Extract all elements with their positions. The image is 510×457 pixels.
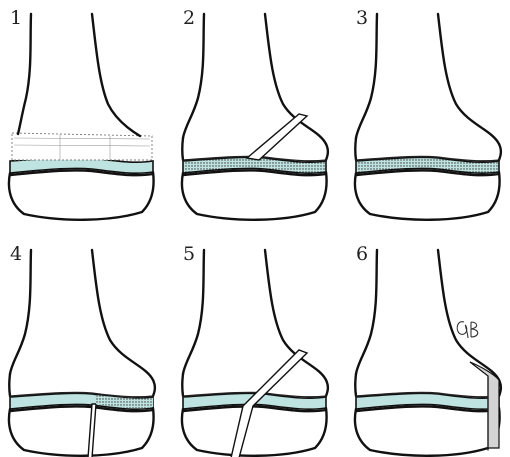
epiphysis bbox=[9, 408, 154, 456]
diaphysis-left bbox=[183, 250, 204, 374]
metaphysis-left-edge bbox=[182, 374, 183, 396]
panel-label: 4 bbox=[10, 243, 22, 265]
metaphysis-left-edge bbox=[355, 374, 356, 396]
bone-illustration bbox=[355, 14, 501, 220]
epiphysis bbox=[182, 172, 327, 220]
fracture-line bbox=[247, 114, 307, 160]
metaphysis-left-edge bbox=[182, 138, 183, 160]
signature-letter-b bbox=[471, 322, 478, 337]
epiphysis bbox=[9, 172, 154, 220]
panel-label: 6 bbox=[356, 243, 368, 265]
epiphysis bbox=[182, 408, 327, 456]
panel-3: 3 bbox=[355, 7, 501, 220]
panel-label: 5 bbox=[183, 243, 195, 265]
diaphysis-left bbox=[18, 14, 31, 134]
diaphysis-right bbox=[92, 250, 153, 380]
metaphysis-right-edge bbox=[326, 380, 328, 396]
artist-signature bbox=[457, 322, 478, 338]
epiphysis bbox=[355, 172, 500, 220]
metaphysis-right-edge bbox=[326, 144, 328, 160]
panel-2: 2 bbox=[182, 7, 328, 220]
panel-1: 1 bbox=[9, 7, 154, 220]
metaphysis-right-edge bbox=[153, 380, 155, 396]
diaphysis-right bbox=[438, 14, 499, 144]
fracture-line bbox=[88, 404, 96, 457]
fracture-zone bbox=[12, 133, 152, 160]
panel-label: 1 bbox=[10, 7, 22, 29]
metaphysis-left-edge bbox=[355, 138, 356, 160]
metaphysis-right-edge bbox=[499, 144, 501, 160]
bone-illustration bbox=[9, 14, 154, 220]
diaphysis-right bbox=[92, 14, 140, 136]
panel-4: 4 bbox=[9, 243, 155, 457]
bone-illustration bbox=[355, 250, 501, 456]
diaphysis-left bbox=[10, 250, 31, 374]
panel-6: 6 bbox=[355, 243, 501, 456]
panel-label: 3 bbox=[356, 7, 368, 29]
diaphysis-left bbox=[356, 14, 377, 138]
diaphysis-right bbox=[438, 250, 499, 380]
bone-illustration bbox=[182, 250, 328, 457]
panel-label: 2 bbox=[183, 7, 195, 29]
bone-illustration bbox=[9, 250, 155, 457]
bone-illustration bbox=[182, 14, 328, 220]
panel-5: 5 bbox=[182, 243, 328, 457]
diaphysis-left bbox=[356, 250, 377, 374]
epiphysis bbox=[355, 408, 500, 456]
signature-letter-g bbox=[457, 322, 468, 338]
diaphysis-left bbox=[183, 14, 204, 138]
metaphysis-left-edge bbox=[9, 374, 10, 396]
